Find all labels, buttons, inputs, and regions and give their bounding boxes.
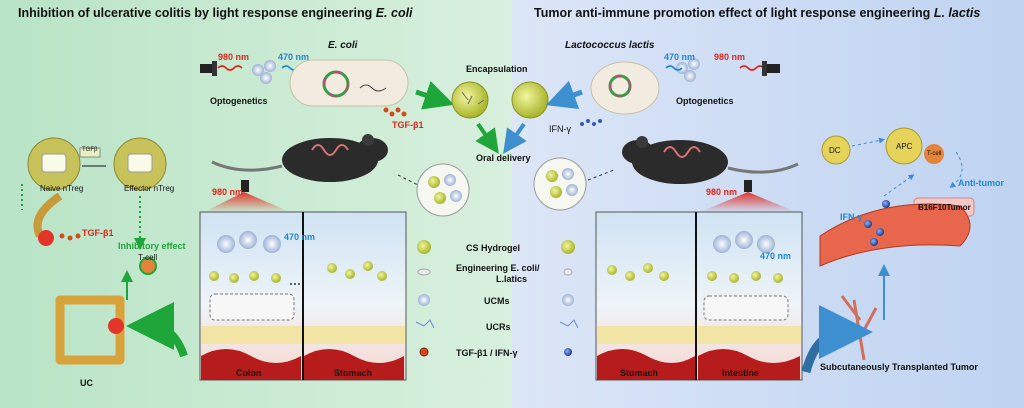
lactis-label: Lactococcus lactis [565,40,655,51]
tgf-label-top: TGF-β1 [392,120,424,130]
legend-engineering-2: L.latics [496,274,528,284]
ucm-particles-right [676,58,700,82]
ifn-label-top: IFN-γ [549,124,571,134]
anti-tumor-label: Anti-tumor [958,178,1004,188]
hydrogel-bead-right [511,81,549,119]
dc-label: DC [829,146,841,155]
nm980-panel-left: 980 nm [212,187,244,197]
inhibitory-effect-label: Inhibitory effect [118,241,186,251]
legend-ucms: UCMs [484,296,510,306]
right-title: Tumor anti-immune promotion effect of li… [534,6,980,20]
uc-intestine-illustration [55,295,125,365]
b16-label: B16F10Tumor [918,203,971,212]
ifn-dots-top [580,119,602,126]
uc-label: UC [80,378,93,388]
dc-cell [821,135,851,165]
stomach-label-left: Stomach [334,368,373,378]
hydrogel-cluster-right [533,157,587,211]
nm980-right: 980 nm [714,52,746,62]
legend-tgf-ifn: TGF-β1 / IFN-γ [456,348,518,358]
naive-treg-cell [27,137,81,191]
tgfb-tag: TGFβ [82,147,98,153]
apc-label: APC [896,142,913,151]
panel-left [199,180,407,381]
legend-ucrs: UCRs [486,322,511,332]
nm470-panel-right: 470 nm [760,251,792,261]
flashlight-left-icon [200,61,217,76]
optogenetics-left: Optogenetics [210,96,268,106]
colon-label: Colon [236,368,262,378]
flashlight-right-icon [762,61,780,76]
effector-treg-cell [113,137,167,191]
tgf-label-left: TGF-β1 [82,228,114,238]
hydrogel-cluster-left [416,163,470,217]
ifn-label-right: IFN-γ [840,212,863,222]
optogenetics-right: Optogenetics [676,96,734,106]
ecoli-bacterium [289,59,409,107]
left-title-species: E. coli [375,6,413,20]
nm470-right: 470 nm [664,52,696,62]
tcell-label-left: T-cell [138,253,158,262]
left-title-text: Inhibition of ulcerative colitis by ligh… [18,6,373,20]
legend-engineering-1: Engineering E. coli/ [456,263,540,273]
tgf-dots-left [383,107,407,117]
legend-hydrogel: CS Hydrogel [466,243,521,253]
oral-delivery-label: Oral delivery [476,153,531,163]
left-title: Inhibition of ulcerative colitis by ligh… [18,6,413,20]
nm980-left: 980 nm [218,52,250,62]
right-title-species: L. lactis [933,6,981,20]
nm470-left: 470 nm [278,52,310,62]
naive-treg-label: Naive nTreg [40,184,84,193]
nm470-panel-left: 470 nm [284,232,316,242]
panel-right [595,180,803,381]
mouse-left [211,134,388,182]
lactis-bacterium [590,61,660,115]
nm980-panel-right: 980 nm [706,187,738,197]
ecoli-label: E. coli [328,40,358,51]
transplanted-tumor-label: Subcutaneously Transplanted Tumor [820,362,978,372]
right-title-text: Tumor anti-immune promotion effect of li… [534,6,931,20]
intestine-label: Intestine [722,368,760,378]
mouse-right [622,136,799,184]
ucm-particles-left [252,60,276,84]
stomach-label-right: Stomach [620,368,659,378]
effector-treg-label: Effector nTreg [124,184,175,193]
apc-cell [885,127,944,165]
tcell-label-right: T-cell [927,151,942,157]
encapsulation-label: Encapsulation [466,64,528,74]
legend-icons [415,240,579,357]
